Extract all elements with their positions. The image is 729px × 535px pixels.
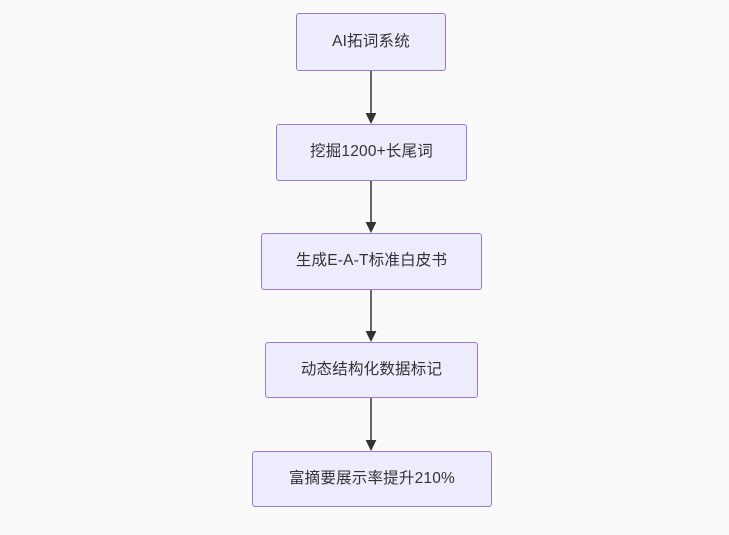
flow-node-label: 动态结构化数据标记 xyxy=(300,360,443,378)
arrow-down-icon xyxy=(365,398,377,451)
flow-connector-4 xyxy=(361,398,381,451)
flow-node-rich-snippet-impression-lift[interactable]: 富摘要展示率提升210% xyxy=(252,451,492,507)
flow-node-mine-longtail-keywords[interactable]: 挖掘1200+长尾词 xyxy=(276,124,467,181)
arrow-down-icon xyxy=(365,181,377,233)
flow-connector-1 xyxy=(361,71,381,124)
flow-node-label: 生成E-A-T标准白皮书 xyxy=(295,252,448,270)
flow-node-label: 挖掘1200+长尾词 xyxy=(309,143,434,161)
flow-connector-2 xyxy=(361,181,381,233)
flow-node-label: 富摘要展示率提升210% xyxy=(288,469,456,487)
flow-node-ai-keyword-system[interactable]: AI拓词系统 xyxy=(296,13,446,71)
flow-node-generate-eat-whitepaper[interactable]: 生成E-A-T标准白皮书 xyxy=(261,233,482,290)
arrow-down-icon xyxy=(365,290,377,342)
flow-node-dynamic-structured-data-markup[interactable]: 动态结构化数据标记 xyxy=(265,342,478,398)
arrow-down-icon xyxy=(365,71,377,124)
flow-node-label: AI拓词系统 xyxy=(332,32,410,50)
flow-connector-3 xyxy=(361,290,381,342)
